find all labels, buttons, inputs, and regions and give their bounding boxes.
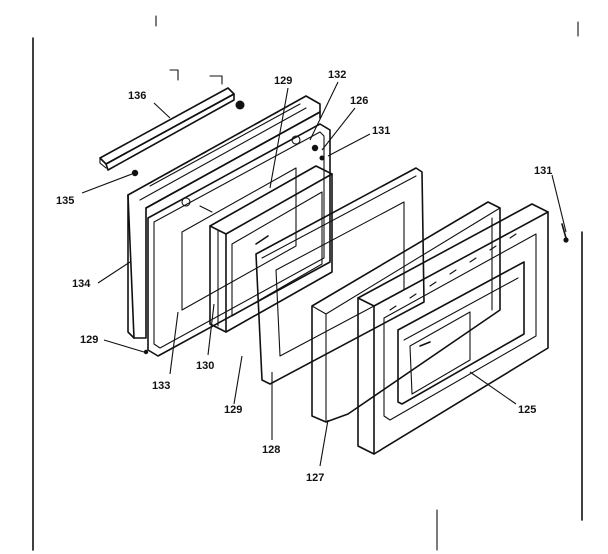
label-125: 125: [518, 404, 536, 416]
screw-126: [311, 144, 319, 152]
label-129-top: 129: [274, 75, 292, 87]
screw-136-left: [235, 100, 245, 110]
label-127: 127: [306, 472, 324, 484]
label-128: 128: [262, 444, 280, 456]
label-130: 130: [196, 360, 214, 372]
part-136-top-channel: [99, 69, 235, 171]
label-135: 135: [56, 195, 74, 207]
label-129-bottom: 129: [224, 404, 242, 416]
label-126: 126: [350, 95, 368, 107]
part-130-glass-frame: [199, 165, 333, 333]
label-131-right: 131: [534, 165, 552, 177]
part-127-outer-glass: [311, 201, 501, 423]
label-131-top: 131: [372, 125, 390, 137]
label-132-top: 132: [328, 69, 346, 81]
part-134-door-frame: [127, 95, 321, 339]
part-125-outer-door-panel: [357, 203, 549, 455]
screw-126b: [319, 155, 325, 161]
label-133: 133: [152, 380, 170, 392]
label-136: 136: [128, 90, 146, 102]
part-133-door-liner: [147, 123, 331, 357]
leader-lines: [81, 81, 567, 467]
screw-135: [131, 169, 139, 177]
screw-131-right-head: [563, 237, 569, 243]
screw-129-left: [143, 349, 149, 355]
screw-131-right: [561, 223, 567, 239]
label-129-left: 129: [80, 334, 98, 346]
label-134: 134: [72, 278, 91, 290]
